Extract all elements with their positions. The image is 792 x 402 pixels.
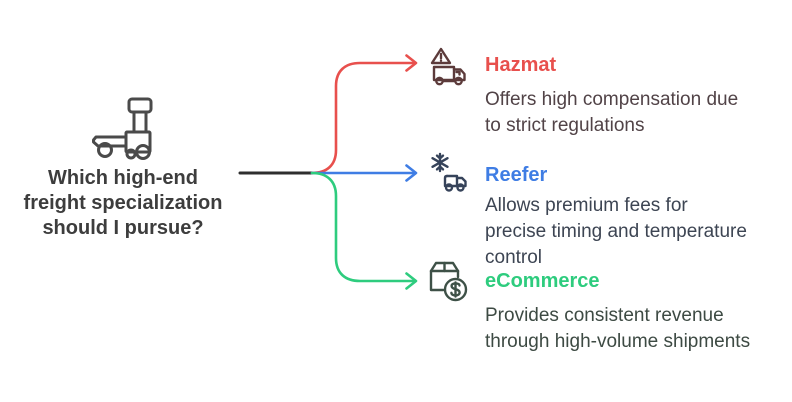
hazmat-connector-arrow — [310, 54, 418, 175]
branch-description-hazmat: Offers high compensation due to strict r… — [485, 89, 739, 136]
hazmat-warning-truck-icon — [430, 47, 466, 86]
branch-description-reefer: Allows premium fees for precise timing a… — [485, 195, 747, 268]
branch-description-ecommerce: Provides consistent revenue through high… — [485, 305, 751, 352]
root-question: Which high-end freight specialization sh… — [23, 167, 223, 239]
branch-label-hazmat: Hazmat — [485, 54, 557, 76]
branch-label-reefer: Reefer — [485, 164, 548, 186]
reefer-snowflake-truck-icon — [431, 152, 467, 192]
branch-label-ecommerce: eCommerce — [485, 270, 600, 292]
reefer-connector-arrow — [310, 164, 418, 182]
package-dollar-icon — [429, 261, 468, 302]
ecommerce-connector-arrow — [310, 171, 418, 290]
pallet-jack-icon — [92, 97, 153, 160]
